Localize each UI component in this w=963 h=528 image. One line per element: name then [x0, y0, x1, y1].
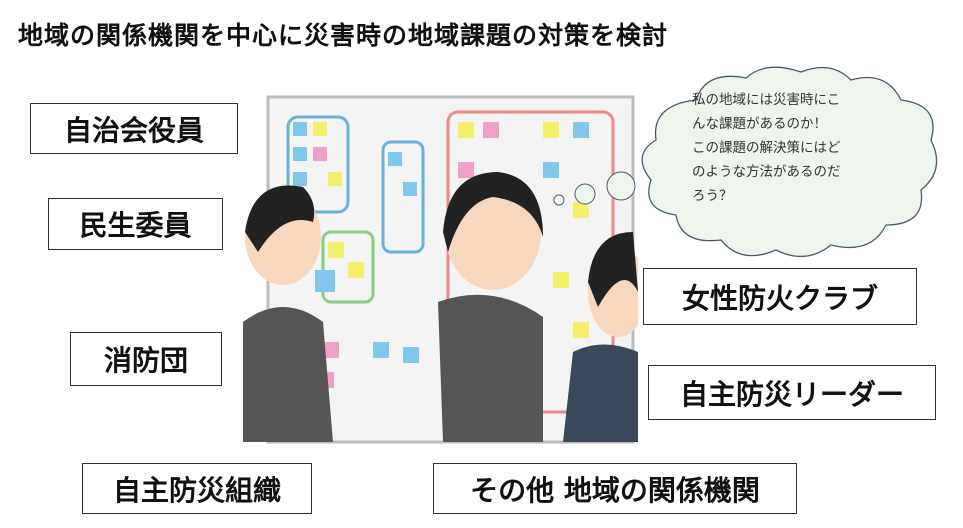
- thought-dots: [553, 171, 636, 206]
- label-jichikai: 自治会役員: [30, 103, 238, 154]
- page-title: 地域の関係機関を中心に災害時の地域課題の対策を検討: [18, 21, 669, 50]
- person-left: [243, 185, 335, 442]
- person-center: [438, 172, 543, 442]
- label-minsei: 民生委員: [48, 198, 223, 250]
- thought-bubble-text: 私の地域には災害時にこ んな課題があるのか！ この課題の解決策にはど のような方…: [692, 92, 841, 204]
- meeting-illustration: [243, 95, 638, 444]
- thought-dot-small: [553, 194, 565, 206]
- label-jishubosai-soshiki: 自主防災組織: [82, 463, 312, 514]
- person-right: [563, 232, 638, 442]
- thought-bubble: [641, 66, 938, 257]
- sticky-notes: [286, 110, 615, 414]
- label-josei: 女性防火クラブ: [643, 268, 917, 325]
- label-sonota: その他 地域の関係機関: [433, 463, 797, 514]
- thought-dot-large: [606, 171, 636, 201]
- label-shobodan: 消防団: [70, 332, 222, 386]
- thought-dot-medium: [574, 183, 596, 205]
- label-leader: 自主防災リーダー: [648, 365, 936, 420]
